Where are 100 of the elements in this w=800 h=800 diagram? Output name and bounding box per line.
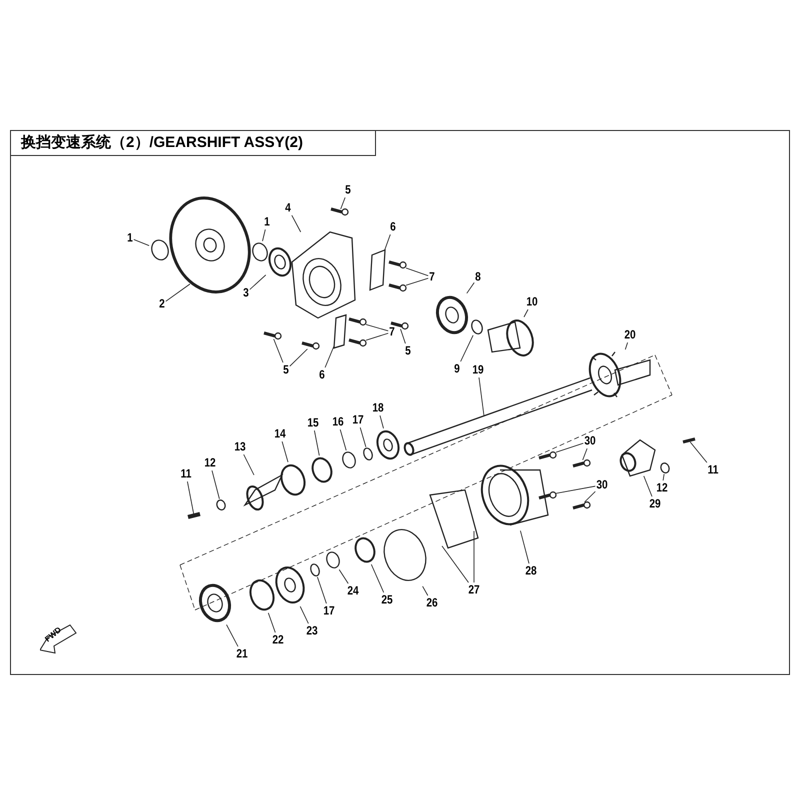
callout-number: 6 (319, 368, 325, 382)
leader-line (478, 377, 484, 416)
callout-number: 24 (347, 584, 359, 598)
leader-line (662, 474, 664, 481)
callout-number: 10 (526, 296, 538, 308)
leader-line (422, 586, 428, 596)
seal-drawing (268, 247, 292, 277)
bolt-drawing (388, 260, 407, 269)
bolt-drawing (188, 512, 200, 519)
bearing-drawing (376, 430, 400, 460)
title: 换挡变速系统（2）/GEARSHIFT ASSY(2) (10, 130, 376, 156)
leader-line (442, 546, 469, 583)
callout-number: 1 (127, 232, 133, 244)
callout-number: 16 (332, 416, 344, 428)
callout-number: 11 (180, 468, 192, 480)
callout-number: 1 (264, 216, 270, 228)
ring (310, 564, 320, 576)
leader-line (556, 442, 584, 453)
leader-line (624, 342, 628, 350)
leader-line (249, 274, 266, 290)
callout-number: 27 (468, 584, 480, 596)
bolt-drawing (572, 459, 591, 468)
bearing-drawing (199, 584, 231, 622)
callout-number: 7 (429, 270, 435, 284)
bolt-drawing (348, 338, 367, 347)
bolt-drawing (348, 318, 367, 326)
leader-line (384, 234, 391, 250)
callout-number: 26 (426, 596, 438, 610)
callout-number: 21 (236, 648, 248, 660)
washer (660, 462, 670, 474)
leader-line (460, 334, 474, 362)
seal (354, 537, 376, 563)
leader-line (582, 448, 588, 460)
gasket-drawing (429, 489, 479, 549)
callout-number: 13 (234, 440, 246, 454)
plate-drawing (369, 249, 386, 291)
bolt-drawing (330, 208, 349, 216)
leader-line (370, 564, 384, 593)
leader-line (360, 427, 366, 448)
leader-line (268, 612, 276, 633)
callout-number: 3 (243, 286, 249, 300)
leader-line (400, 328, 406, 344)
leader-line (317, 576, 327, 604)
callout-number: 5 (345, 184, 351, 196)
o-ring (384, 529, 426, 581)
callout-number: 4 (285, 202, 291, 214)
callout-number: 30 (596, 478, 608, 492)
leader-line (291, 214, 302, 232)
gear-drawing (588, 351, 651, 398)
leader-line (380, 415, 384, 429)
leader-line (289, 348, 308, 367)
gear-drawing (487, 320, 534, 356)
callout-number: 25 (381, 594, 393, 606)
bolt-drawing (388, 284, 407, 292)
leader-line (226, 624, 238, 647)
washer (216, 500, 226, 510)
leader-line (584, 491, 596, 502)
callout-number: 17 (323, 604, 335, 618)
callout-number: 6 (390, 220, 396, 234)
seal (280, 464, 306, 496)
callout-number: 5 (283, 364, 289, 376)
leader-line (338, 569, 349, 584)
leader-line (690, 442, 708, 463)
bearing (326, 552, 340, 568)
bolt-drawing (302, 342, 320, 350)
leader-line (212, 470, 220, 500)
callout-number: 28 (525, 564, 537, 578)
leader-line (366, 324, 389, 332)
callout-number: 23 (306, 624, 318, 638)
callout-number: 22 (272, 634, 284, 646)
callout-number: 7 (389, 326, 395, 338)
bearing-drawing (275, 566, 305, 604)
ring (312, 457, 332, 483)
ring (363, 448, 373, 460)
callout-number: 14 (274, 428, 286, 440)
callout-number: 15 (307, 416, 319, 430)
leader-line (187, 481, 194, 514)
leader-line (273, 338, 284, 363)
callout-number: 20 (624, 328, 636, 342)
hub-drawing (620, 439, 656, 477)
leader-line (243, 454, 254, 476)
leader-line (282, 441, 288, 462)
callout-number: 8 (475, 270, 481, 284)
bolt-drawing (538, 491, 557, 500)
bolt-drawing (682, 438, 696, 444)
leader-line (340, 429, 347, 451)
leader-line (324, 346, 334, 368)
callout-number: 18 (372, 402, 384, 414)
leader-line (366, 332, 389, 341)
leader-line (340, 197, 346, 210)
callout-number: 2 (159, 298, 165, 310)
callout-number: 12 (656, 482, 668, 494)
leader-line (466, 282, 475, 294)
callout-number: 5 (405, 344, 411, 358)
housing-drawing (480, 464, 549, 526)
bearing (342, 452, 356, 468)
ring (151, 240, 169, 260)
callout-number: 12 (204, 456, 216, 470)
leader-line (643, 476, 652, 497)
callout-number: 9 (454, 362, 460, 376)
